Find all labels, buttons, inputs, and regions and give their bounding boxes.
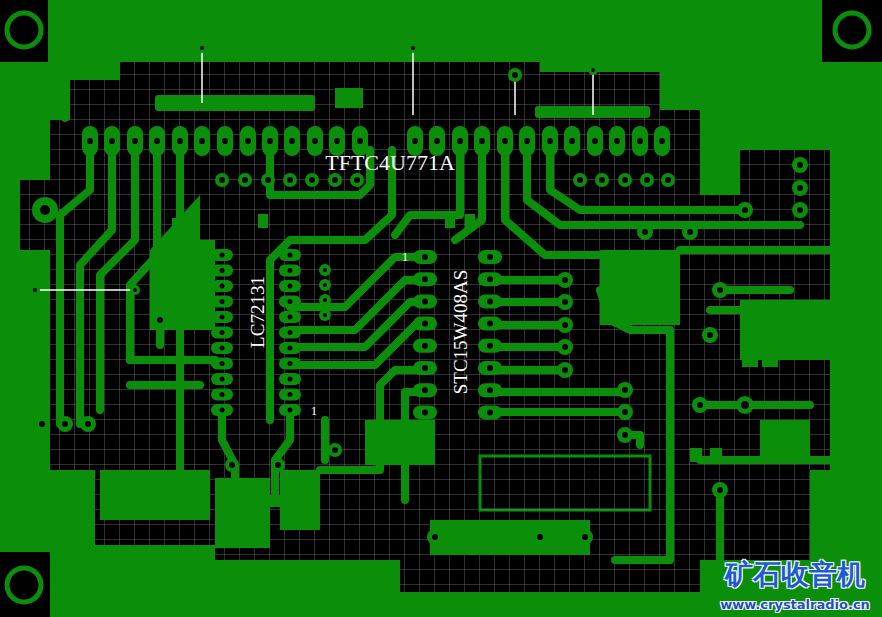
pad-hole [487,321,493,327]
chip-pad [413,339,437,353]
chip-pad [211,342,233,354]
watermark: 矿石收音机 [725,561,865,589]
pad-hole [288,346,293,351]
chip-pad [478,250,502,264]
pad-hole [422,321,428,327]
pad-hole [220,346,225,351]
pin-marker: 1 [311,404,318,417]
chip-pad [413,294,437,308]
chip-pad [413,317,437,331]
pad-hole [422,365,428,371]
chip-pad [413,383,437,397]
pad-hole [220,377,225,382]
pad-hole [487,254,493,260]
pad-hole [288,408,293,413]
watermark-url: www.crystalradio.cn [720,598,870,611]
chip-pad [279,296,301,308]
chip-pad [413,272,437,286]
pad-hole [422,387,428,393]
pad-hole [487,387,493,393]
pad-hole [288,330,293,335]
pad-hole [220,392,225,397]
chip-label: TFTC4U771A [325,152,455,174]
pad-hole [220,268,225,273]
chip-pad [211,404,233,416]
pad-hole [220,315,225,320]
pad-hole [288,315,293,320]
chip-pad [413,361,437,375]
chip-pad [211,311,233,323]
pad-hole [422,254,428,260]
pad-hole [220,330,225,335]
pad-hole [487,365,493,371]
chip-pad [413,250,437,264]
pad-hole [288,284,293,289]
chip-pad [478,272,502,286]
pad-hole [422,298,428,304]
pad-hole [220,299,225,304]
pad-hole [487,409,493,415]
chip-pad [279,265,301,277]
pad-hole [422,343,428,349]
pad-hole [422,276,428,282]
pin-marker: 1 [402,250,409,263]
pad-hole [487,298,493,304]
chip-pad [478,339,502,353]
chip-pad [211,327,233,339]
pad-hole [288,361,293,366]
chip-pad [279,327,301,339]
pad-hole [220,408,225,413]
pad-hole [422,409,428,415]
chip-pad [279,311,301,323]
chip-pad [211,389,233,401]
chip-pad [413,405,437,419]
chip-pad [478,317,502,331]
chip-pad [211,265,233,277]
pad-hole [288,377,293,382]
pad-hole [487,343,493,349]
chip-pad [279,404,301,416]
chip-label: STC15W408AS [451,270,470,395]
chip-pad [478,405,502,419]
chip-pad [279,373,301,385]
pad-hole [288,299,293,304]
pad-hole [288,268,293,273]
pad-hole [220,253,225,258]
chip-pad [211,358,233,370]
chip-pad [279,280,301,292]
chip-pad [279,342,301,354]
chip-pad [478,361,502,375]
chip-pad [279,389,301,401]
chip-pad [211,296,233,308]
chip-pad [279,358,301,370]
chip-pad [478,294,502,308]
pad-hole [220,284,225,289]
chip-pad [211,249,233,261]
chip-pad [211,373,233,385]
chip-pad [478,383,502,397]
chip-label: LC72131 [248,276,267,348]
pad-hole [487,276,493,282]
chip-pad [211,280,233,292]
chip-pad [279,249,301,261]
pad-hole [288,392,293,397]
pad-hole [288,253,293,258]
pad-hole [220,361,225,366]
